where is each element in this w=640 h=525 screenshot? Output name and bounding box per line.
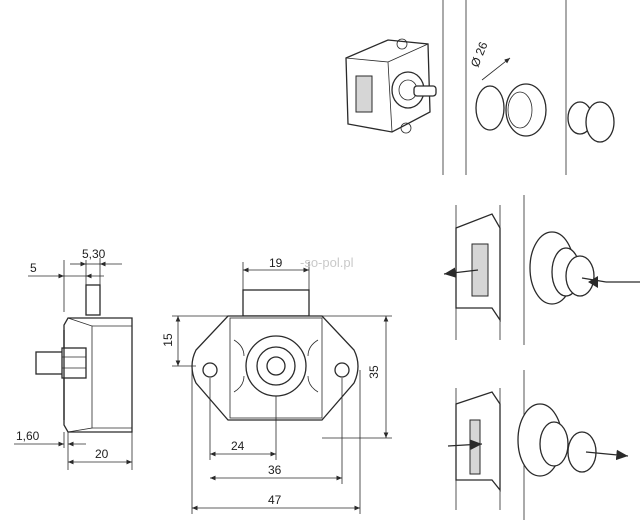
dim-front-15: 15 — [161, 315, 228, 367]
operation-view-2 — [447, 370, 629, 520]
dim-label-1-60: 1,60 — [16, 429, 40, 443]
dim-front-19: 19 -so-pol.pl — [242, 255, 354, 290]
watermark: -so-pol.pl — [300, 255, 354, 270]
dim-front-24: 24 — [209, 378, 277, 460]
dim-label-35: 35 — [367, 365, 381, 379]
front-view — [191, 289, 359, 421]
dim-label-19: 19 — [269, 256, 283, 270]
dim-label-24: 24 — [231, 439, 245, 453]
mounted-3d-view: Ø 26 — [345, 0, 615, 175]
dim-side-1-60: 1,60 — [14, 429, 86, 470]
dim-label-5: 5 — [30, 261, 37, 275]
dim-label-diameter: Ø 26 — [468, 39, 491, 69]
dim-label-36: 36 — [268, 463, 282, 477]
dim-front-47: 47 — [191, 370, 361, 514]
dim-front-36: 36 — [210, 378, 343, 484]
dim-front-35: 35 — [322, 315, 392, 439]
dim-side-20: 20 — [68, 432, 133, 470]
dim-label-47: 47 — [268, 493, 282, 507]
side-view — [35, 284, 133, 433]
operation-view-1 — [443, 195, 640, 345]
dim-side-5-30: 5,30 — [70, 247, 122, 285]
dim-label-5-30: 5,30 — [82, 247, 106, 261]
dim-label-15: 15 — [161, 333, 175, 347]
dim-label-20: 20 — [95, 447, 109, 461]
